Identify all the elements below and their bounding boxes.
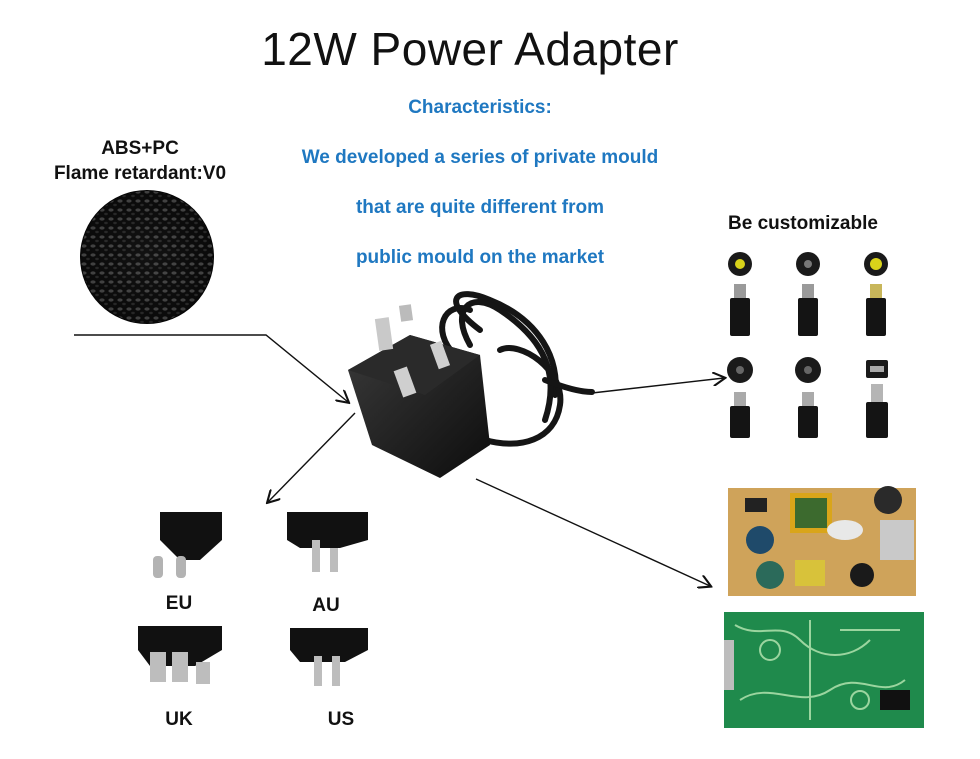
connector-arrows — [74, 334, 724, 586]
pcb-bottom-image — [724, 612, 924, 728]
arrow-connectors — [591, 378, 724, 394]
characteristics-heading: Characteristics: — [408, 97, 552, 118]
dc-connector-5 — [795, 357, 821, 438]
flame-retardant-label: Flame retardant:V0 — [53, 163, 227, 184]
plug-au-image — [287, 512, 368, 572]
plug-us-image — [290, 628, 368, 686]
plug-label-uk: UK — [165, 709, 193, 730]
plug-label-au: AU — [312, 595, 340, 616]
characteristics-line-1: We developed a series of private mould — [301, 147, 659, 168]
dc-connector-grid — [727, 252, 888, 438]
dc-connector-3 — [864, 252, 888, 336]
plug-uk-image — [138, 626, 222, 684]
arrow-material — [74, 334, 348, 402]
plug-label-eu: EU — [165, 593, 193, 614]
power-adapter-image — [348, 291, 595, 478]
dc-connector-2 — [796, 252, 820, 336]
micro-usb-connector — [866, 360, 888, 438]
abs-granules-image — [80, 190, 214, 324]
characteristics-line-2: that are quite different from — [355, 197, 605, 218]
plug-label-us: US — [327, 709, 355, 730]
page-title: 12W Power Adapter — [261, 23, 679, 75]
pcb-top-image — [728, 486, 916, 596]
material-label: ABS+PC — [101, 138, 179, 159]
customizable-label: Be customizable — [728, 213, 878, 234]
arrow-pcb — [475, 478, 710, 586]
dc-connector-1 — [728, 252, 752, 336]
characteristics-line-3: public mould on the market — [355, 247, 605, 268]
dc-connector-4 — [727, 357, 753, 438]
arrow-plugs — [268, 412, 356, 502]
plug-eu-image — [153, 512, 222, 578]
